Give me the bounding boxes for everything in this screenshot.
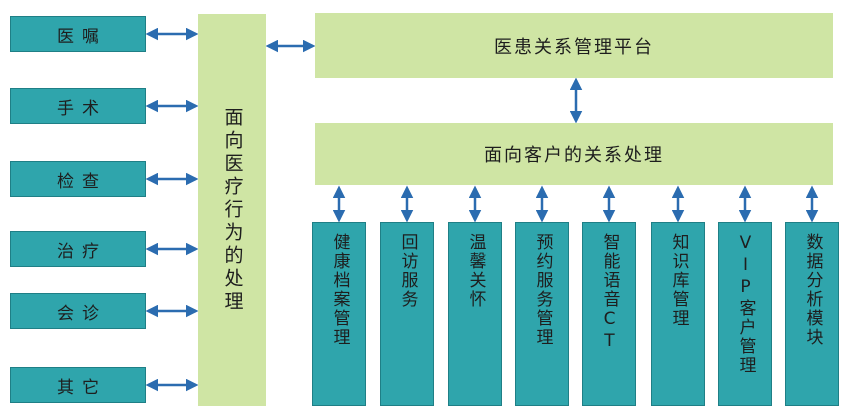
medical-behavior-label: 面向医疗行为的处理 bbox=[221, 106, 244, 314]
action-jiancha: 检查 bbox=[10, 161, 146, 197]
module-appointment: 预约服务管理 bbox=[515, 222, 569, 406]
action-label: 检查 bbox=[57, 171, 107, 192]
action-label: 会诊 bbox=[57, 303, 107, 324]
platform-label: 医患关系管理平台 bbox=[494, 36, 654, 58]
customer-processing-label: 面向客户的关系处理 bbox=[484, 145, 664, 166]
action-yizhu: 医嘱 bbox=[10, 16, 146, 52]
action-label: 其它 bbox=[57, 377, 107, 398]
action-label: 手术 bbox=[57, 98, 107, 119]
module-label: VIP客户管理 bbox=[735, 233, 756, 375]
module-data-analysis: 数据分析模块 bbox=[785, 222, 839, 406]
module-label: 健康档案管理 bbox=[329, 233, 350, 347]
action-huizhen: 会诊 bbox=[10, 293, 146, 329]
module-vip-customer: VIP客户管理 bbox=[718, 222, 772, 406]
platform-box: 医患关系管理平台 bbox=[315, 13, 833, 78]
module-label: 智能语音CT bbox=[599, 233, 620, 353]
action-zhiliao: 治疗 bbox=[10, 231, 146, 267]
action-label: 治疗 bbox=[57, 241, 107, 262]
module-label: 回访服务 bbox=[397, 233, 418, 309]
module-label: 知识库管理 bbox=[668, 233, 689, 328]
module-knowledge-base: 知识库管理 bbox=[651, 222, 705, 406]
action-label: 医嘱 bbox=[57, 26, 107, 47]
action-shoushu: 手术 bbox=[10, 88, 146, 124]
module-smart-voice: 智能语音CT bbox=[582, 222, 636, 406]
action-qita: 其它 bbox=[10, 367, 146, 403]
module-label: 温馨关怀 bbox=[465, 233, 486, 309]
module-label: 数据分析模块 bbox=[802, 233, 823, 347]
medical-behavior-processing: 面向医疗行为的处理 bbox=[198, 14, 266, 406]
module-follow-up: 回访服务 bbox=[380, 222, 434, 406]
module-care: 温馨关怀 bbox=[448, 222, 502, 406]
customer-processing-box: 面向客户的关系处理 bbox=[315, 123, 833, 185]
module-health-records: 健康档案管理 bbox=[312, 222, 366, 406]
module-label: 预约服务管理 bbox=[532, 233, 553, 347]
